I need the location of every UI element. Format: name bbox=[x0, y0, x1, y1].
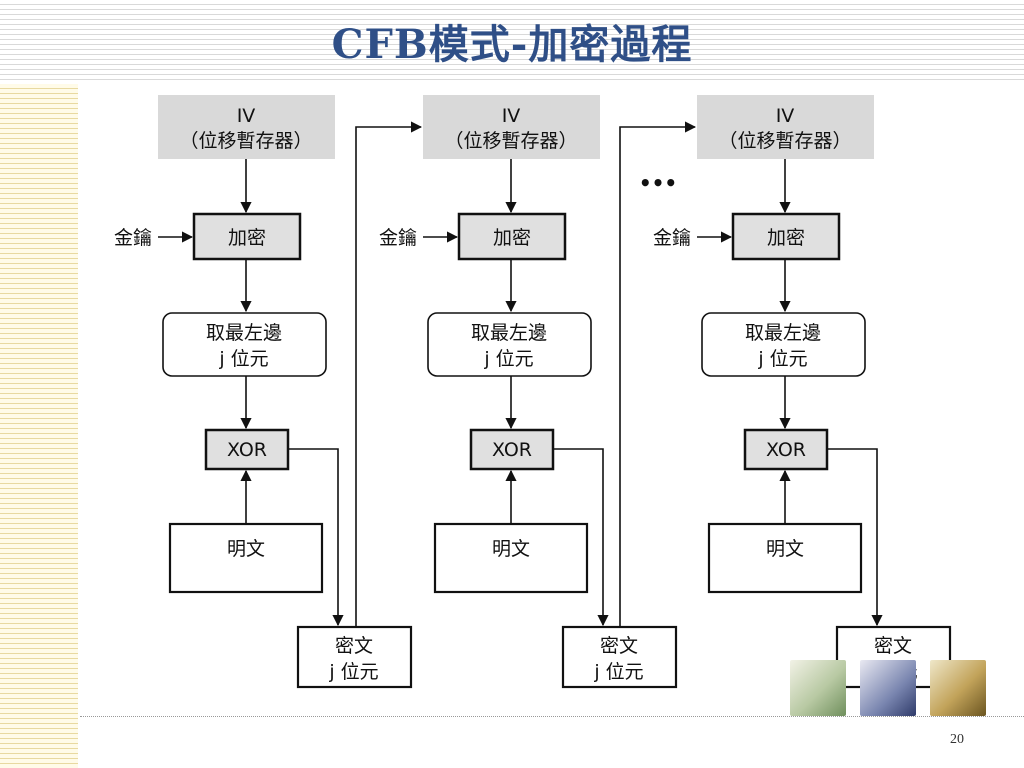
plaintext-label: 明文 bbox=[766, 538, 804, 560]
iv-label: IV bbox=[237, 105, 256, 127]
select-bits-label: 取最左邊 bbox=[206, 322, 282, 344]
arrow-xor-to-ciphertext bbox=[827, 448, 883, 627]
select-bits-count: j 位元 bbox=[218, 348, 268, 370]
feedback-arrow-2 bbox=[619, 121, 697, 627]
iv-label: IV bbox=[776, 105, 795, 127]
ciphertext-box bbox=[296, 625, 413, 689]
select-bits-label: 取最左邊 bbox=[745, 322, 821, 344]
select-bits-box bbox=[701, 312, 866, 377]
key-label: 金鑰 bbox=[653, 227, 691, 249]
key-label: 金鑰 bbox=[114, 227, 152, 249]
xor-label: XOR bbox=[766, 439, 806, 461]
xor-box bbox=[204, 428, 290, 471]
plaintext-label: 明文 bbox=[227, 538, 265, 560]
iv-register-label: （位移暫存器） bbox=[179, 130, 312, 152]
iv-label: IV bbox=[502, 105, 521, 127]
xor-label: XOR bbox=[227, 439, 267, 461]
xor-label: XOR bbox=[492, 439, 532, 461]
side-stripes bbox=[0, 84, 78, 768]
footer-rule bbox=[80, 716, 1024, 717]
plaintext-box bbox=[168, 522, 324, 594]
encrypt-label: 加密 bbox=[767, 227, 805, 249]
ciphertext-label: 密文 bbox=[600, 635, 638, 657]
arrow-xor-to-ciphertext bbox=[553, 448, 609, 627]
iv-register-box bbox=[158, 95, 335, 159]
select-bits-count: j 位元 bbox=[757, 348, 807, 370]
key-label: 金鑰 bbox=[379, 227, 417, 249]
ciphertext-label: 密文 bbox=[874, 635, 912, 657]
select-bits-label: 取最左邊 bbox=[471, 322, 547, 344]
encrypt-label: 加密 bbox=[228, 227, 266, 249]
decorative-image-1 bbox=[790, 660, 846, 716]
ciphertext-label: 密文 bbox=[335, 635, 373, 657]
ciphertext-box bbox=[561, 625, 678, 689]
select-bits-box bbox=[162, 312, 327, 377]
page-number: 20 bbox=[950, 732, 964, 747]
ciphertext-bits: j 位元 bbox=[593, 661, 643, 683]
header-stripes bbox=[0, 0, 1024, 84]
iv-register-label: （位移暫存器） bbox=[444, 130, 577, 152]
iv-register-label: （位移暫存器） bbox=[718, 130, 851, 152]
select-bits-count: j 位元 bbox=[483, 348, 533, 370]
plaintext-box bbox=[707, 522, 863, 594]
encrypt-label: 加密 bbox=[493, 227, 531, 249]
arrow-xor-to-ciphertext bbox=[288, 448, 344, 627]
iv-register-box bbox=[423, 95, 600, 159]
encrypt-box bbox=[731, 212, 841, 261]
ciphertext-bits: j 位元 bbox=[328, 661, 378, 683]
decorative-image-2 bbox=[860, 660, 916, 716]
plaintext-label: 明文 bbox=[492, 538, 530, 560]
encrypt-box bbox=[192, 212, 302, 261]
xor-box bbox=[743, 428, 829, 471]
slide-title: CFB模式-加密過程 bbox=[331, 21, 693, 68]
continuation-ellipsis: ••• bbox=[639, 171, 677, 195]
plaintext-box bbox=[433, 522, 589, 594]
iv-register-box bbox=[697, 95, 874, 159]
encrypt-box bbox=[457, 212, 567, 261]
feedback-arrow-1 bbox=[355, 121, 423, 627]
select-bits-box bbox=[427, 312, 592, 377]
decorative-image-3 bbox=[930, 660, 986, 716]
